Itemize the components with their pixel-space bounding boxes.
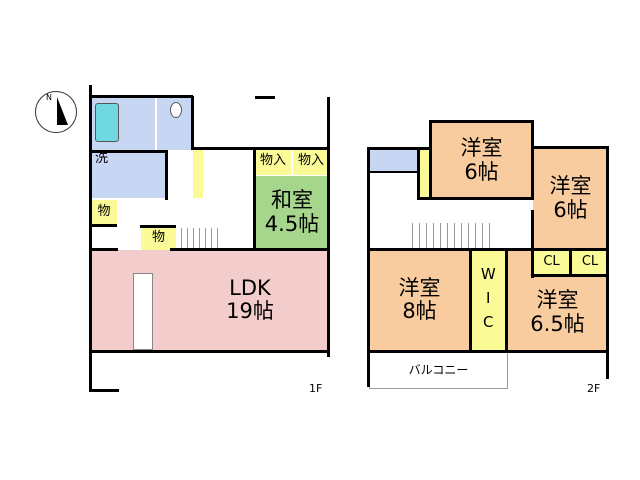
wall xyxy=(91,150,167,153)
room-b: 洋室 6帖 xyxy=(533,148,608,249)
wall xyxy=(531,120,534,200)
wall xyxy=(140,225,176,228)
wall xyxy=(91,350,329,353)
closet-1: 物入 xyxy=(255,148,291,175)
wic-label: WIC xyxy=(479,264,498,337)
hall-closet xyxy=(193,149,203,198)
washitsu: 和室 4.5帖 xyxy=(255,176,329,249)
wall xyxy=(429,120,432,200)
wall xyxy=(193,147,329,150)
room-d: 洋室 6.5帖 xyxy=(507,275,608,350)
wall xyxy=(417,148,420,200)
floor-1-label: 1F xyxy=(309,382,323,395)
wall xyxy=(369,248,609,251)
cl-2-label: CL xyxy=(581,254,599,270)
room-b-name: 洋室 xyxy=(549,174,592,199)
wall xyxy=(367,147,370,387)
floor-2-label: 2F xyxy=(587,382,601,395)
wall xyxy=(367,147,431,150)
wall xyxy=(469,248,472,352)
room-d-name: 洋室 xyxy=(536,288,579,313)
wall xyxy=(165,150,168,200)
wic: WIC xyxy=(471,251,505,350)
balcony: バルコニー xyxy=(369,352,508,389)
storage-2-label: 物 xyxy=(151,230,165,246)
stairs-1f xyxy=(176,228,221,250)
kitchen-counter xyxy=(133,273,153,350)
wall xyxy=(367,171,418,173)
toilet-icon xyxy=(170,102,182,118)
wall xyxy=(191,96,194,150)
wall xyxy=(255,96,275,99)
wall xyxy=(89,95,193,98)
wall xyxy=(327,97,330,357)
north-arrow-icon xyxy=(57,97,68,125)
wall xyxy=(417,197,533,200)
washitsu-size: 4.5帖 xyxy=(264,211,320,236)
wall xyxy=(89,389,119,392)
wall xyxy=(606,146,609,379)
room-c-size: 8帖 xyxy=(402,299,437,323)
ldk-size: 19帖 xyxy=(226,299,274,323)
wall xyxy=(367,350,609,353)
wall xyxy=(569,250,572,276)
wall xyxy=(531,210,534,278)
room-d-entry xyxy=(507,250,534,276)
wall xyxy=(505,248,508,352)
wall xyxy=(429,120,533,123)
closet-1-label: 物入 xyxy=(259,153,286,169)
wall xyxy=(253,147,256,250)
wall xyxy=(89,85,92,392)
ldk: LDK 19帖 xyxy=(91,250,329,350)
room-a-size: 6帖 xyxy=(464,159,499,184)
room-d-size: 6.5帖 xyxy=(530,311,585,336)
balcony-label: バルコニー xyxy=(408,362,469,377)
room-c: 洋室 8帖 xyxy=(369,250,470,350)
washroom: 洗 xyxy=(91,150,167,198)
ldk-name: LDK xyxy=(229,275,271,300)
compass: N xyxy=(35,91,77,133)
storage-1: 物 xyxy=(91,200,117,224)
room-c-name: 洋室 xyxy=(398,275,441,300)
cl-1: CL xyxy=(534,251,569,274)
wall xyxy=(91,248,118,251)
closet-2-label: 物入 xyxy=(297,153,324,169)
cl-2: CL xyxy=(572,251,608,274)
closet-2: 物入 xyxy=(293,148,329,175)
stairs-2f xyxy=(406,223,496,248)
wall xyxy=(170,248,329,251)
washitsu-name: 和室 xyxy=(271,188,313,213)
room-a: 洋室 6帖 xyxy=(431,122,532,199)
toilet-2f xyxy=(369,149,418,173)
wall xyxy=(91,224,117,227)
cl-1-label: CL xyxy=(543,254,560,270)
closet-2f xyxy=(419,150,431,198)
bathtub xyxy=(95,103,119,142)
storage-1-label: 物 xyxy=(97,203,111,219)
room-a-name: 洋室 xyxy=(460,136,503,161)
north-label: N xyxy=(46,93,52,102)
wall xyxy=(531,146,609,149)
room-b-size: 6帖 xyxy=(553,197,588,222)
storage-2: 物 xyxy=(141,227,176,250)
wash-label: 洗 xyxy=(95,151,109,166)
